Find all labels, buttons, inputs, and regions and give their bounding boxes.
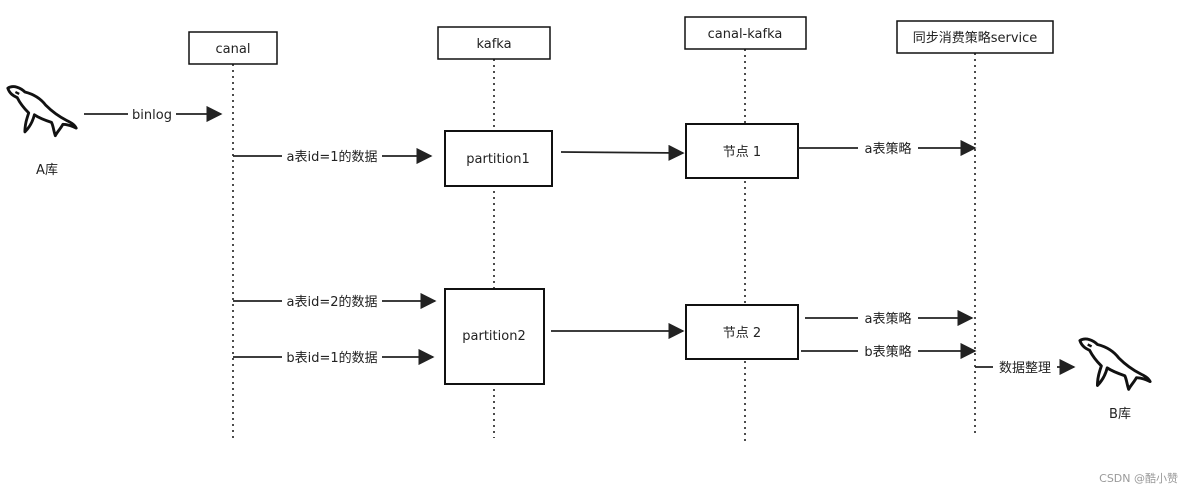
a-policy-label-bg-1 bbox=[858, 140, 918, 156]
node2-box bbox=[685, 304, 799, 360]
partition2-box bbox=[444, 288, 545, 385]
participant-service-label: 同步消费策略service bbox=[913, 30, 1038, 46]
participant-canal-kafka-label: canal-kafka bbox=[708, 27, 783, 42]
partition1-box bbox=[444, 130, 553, 187]
target-db-label: B库 bbox=[1109, 406, 1131, 422]
watermark: CSDN @酷小赞 bbox=[1099, 472, 1178, 485]
a-policy-label-bg-2 bbox=[858, 310, 918, 326]
partition1-label: partition1 bbox=[466, 152, 529, 167]
a-policy-label-2: a表策略 bbox=[865, 311, 912, 327]
mysql-dolphin-icon-target bbox=[1078, 337, 1152, 391]
a-id2-label: a表id=2的数据 bbox=[287, 294, 378, 310]
participant-service bbox=[896, 20, 1054, 54]
node1-box bbox=[685, 123, 799, 179]
a-policy-label-1: a表策略 bbox=[865, 141, 912, 157]
a-id2-label-bg bbox=[282, 293, 382, 309]
partition2-label: partition2 bbox=[462, 329, 525, 344]
node1-label: 节点 1 bbox=[723, 145, 761, 160]
b-policy-label-bg bbox=[858, 343, 918, 359]
partition1-to-node1-arrow bbox=[560, 144, 685, 161]
a-id1-label: a表id=1的数据 bbox=[287, 149, 378, 165]
binlog-label: binlog bbox=[132, 108, 172, 123]
participant-canal-label: canal bbox=[216, 42, 251, 57]
organize-label-bg bbox=[993, 359, 1057, 375]
binlog-label-bg bbox=[128, 106, 176, 122]
b-id1-label: b表id=1的数据 bbox=[286, 350, 377, 366]
source-db-label: A库 bbox=[36, 162, 58, 178]
mysql-dolphin-icon bbox=[6, 85, 78, 138]
node2-label: 节点 2 bbox=[723, 326, 761, 341]
organize-label: 数据整理 bbox=[999, 361, 1051, 376]
b-policy-label: b表策略 bbox=[864, 344, 911, 360]
b-id1-label-bg bbox=[282, 349, 382, 365]
a-id1-label-bg bbox=[282, 148, 382, 164]
participant-kafka bbox=[437, 26, 551, 60]
participant-kafka-label: kafka bbox=[476, 37, 511, 52]
participant-canal bbox=[188, 31, 278, 65]
